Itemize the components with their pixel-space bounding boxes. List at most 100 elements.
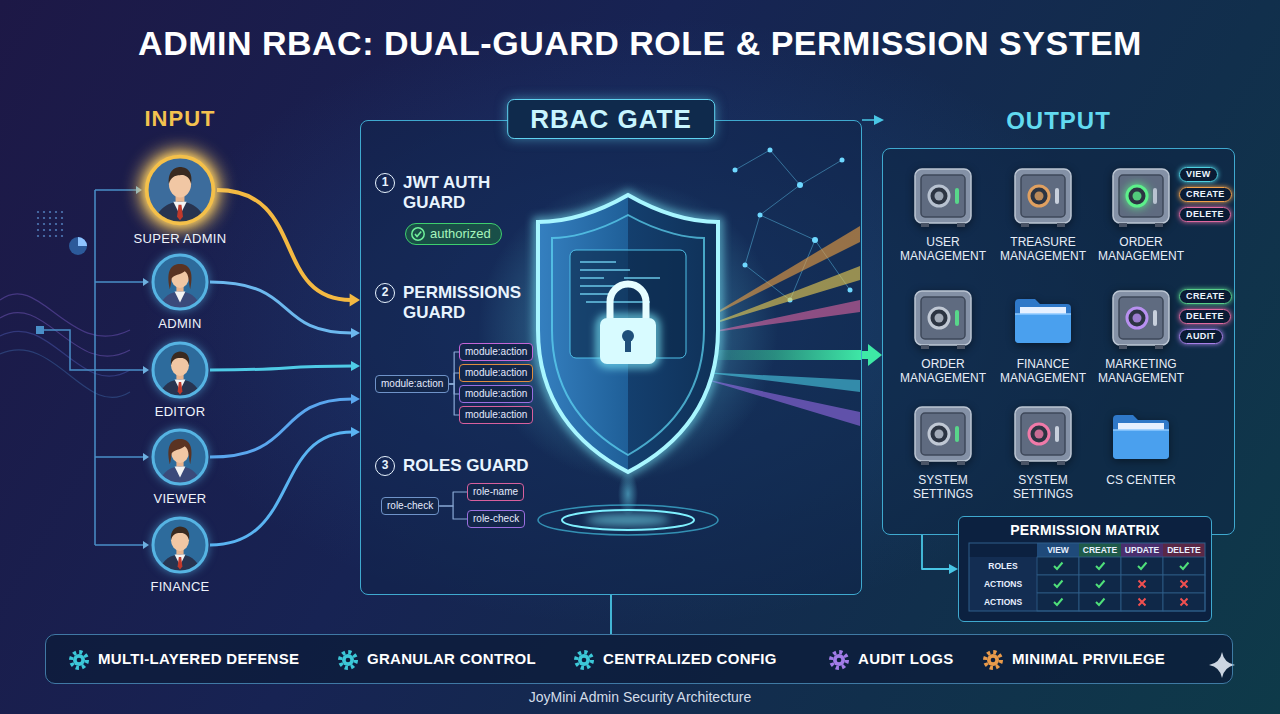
safe-icon <box>911 403 975 467</box>
avatar-ring <box>153 430 207 484</box>
shield-halo <box>538 195 718 472</box>
check-mark <box>1096 599 1105 606</box>
safe-icon <box>911 287 975 351</box>
gear-icon <box>827 648 851 672</box>
flow-arrow-body <box>712 350 862 360</box>
key-chip: module:action <box>459 406 533 424</box>
stub-arrow <box>143 541 149 549</box>
connector <box>449 384 459 415</box>
output-panel-fill <box>882 148 1235 535</box>
avatar-hair <box>169 167 192 184</box>
safe-dial <box>1127 186 1147 206</box>
action-tag-text: CREATE <box>1186 291 1225 302</box>
connector <box>439 492 467 506</box>
check-mark <box>1180 563 1189 570</box>
role-node: VIEWER <box>150 427 210 508</box>
gear-wheel <box>73 654 85 666</box>
avatar-ground <box>152 342 207 397</box>
avatar-ground <box>146 156 214 224</box>
arrow-head <box>949 564 958 574</box>
gate-tab-title: RBAC GATE <box>507 99 715 139</box>
role-bus-line <box>94 190 96 545</box>
gear-icon <box>336 648 360 672</box>
status-badge-text: authorized <box>430 226 491 242</box>
safe-door <box>1021 175 1065 217</box>
module-tile: SYSTEM SETTINGS <box>893 399 993 511</box>
matrix-row-header: ACTIONS <box>969 578 1037 590</box>
folder-edge <box>1113 429 1169 431</box>
feature-label: CENTRALIZED CONFIG <box>603 635 777 682</box>
connector-line <box>439 506 467 519</box>
role-node: FINANCE <box>148 515 212 596</box>
avatar-ground <box>152 254 207 309</box>
guard-group: 1JWT AUTH GUARDauthorized <box>373 173 543 253</box>
avatar-collar <box>175 467 186 478</box>
module-tile: FINANCE MANAGEMENT <box>993 283 1093 395</box>
safe-dial-core <box>1133 314 1142 323</box>
guard-heading: PERMISSIONS GUARD <box>403 283 538 323</box>
role-avatar <box>150 427 210 487</box>
guard-group: 2 PERMISSIONS GUARD module:action module:ac… <box>373 283 548 428</box>
light-ray <box>700 300 860 334</box>
safe-handle <box>1153 310 1157 326</box>
gear-hub <box>837 658 842 663</box>
matrix-cell <box>1121 593 1163 611</box>
safe-icon <box>1109 287 1173 351</box>
check-mark <box>415 232 421 237</box>
module-label: SYSTEM SETTINGS <box>893 473 993 501</box>
gear-icon <box>67 648 91 672</box>
output-panel: OUTPUTUSER MANAGEMENTTREASURE MANAGEMENT… <box>882 148 1235 535</box>
guard-step-number: 2 <box>375 283 395 303</box>
module-tile: CS CENTER <box>1093 399 1231 511</box>
safe-foot <box>1021 223 1029 227</box>
network-dot <box>848 288 853 293</box>
avatar-collar <box>175 292 186 303</box>
safe-shell <box>1113 291 1169 345</box>
safe-icon <box>1011 403 1075 467</box>
connector <box>449 352 459 384</box>
safe-foot <box>957 223 965 227</box>
module-tile: USER MANAGEMENT <box>893 161 993 273</box>
connector <box>449 373 459 384</box>
gear-wheel <box>578 654 590 666</box>
safe-dial <box>929 308 949 328</box>
safe-dial <box>929 186 949 206</box>
module-tile: TREASURE MANAGEMENT <box>993 161 1093 273</box>
safe-door <box>1021 413 1065 455</box>
avatar-ring <box>153 255 207 309</box>
arrow-head <box>351 361 360 371</box>
stub-arrow <box>143 453 149 461</box>
safe-icon <box>1011 165 1075 229</box>
connector <box>210 361 360 371</box>
network-dot <box>840 158 845 163</box>
safe-shell <box>1015 407 1071 461</box>
key-chip: role-check <box>381 497 439 515</box>
folder-edge <box>1015 313 1071 315</box>
feature-label: GRANULAR CONTROL <box>367 635 536 682</box>
matrix-row-header: ACTIONS <box>969 596 1037 608</box>
matrix-row-header: ROLES <box>969 560 1037 572</box>
network-dot <box>743 263 748 268</box>
connector-line <box>210 282 352 333</box>
matrix-title: PERMISSION MATRIX <box>959 522 1211 538</box>
guard-heading: ROLES GUARD <box>403 456 538 476</box>
matrix-row-cell <box>969 575 1037 593</box>
folder-back <box>1113 415 1169 459</box>
safe-foot <box>921 461 929 465</box>
role-stub-lines <box>40 190 143 545</box>
role-avatar <box>150 515 210 575</box>
module-label: SYSTEM SETTINGS <box>993 473 1093 501</box>
key-chip: module:action <box>459 343 533 361</box>
dot-grid <box>34 210 64 240</box>
gear-hub <box>346 658 351 663</box>
action-tag: DELETE <box>1179 207 1231 222</box>
section-heading: INPUT <box>145 106 216 132</box>
connector <box>217 190 360 306</box>
safe-icon <box>911 165 975 229</box>
safe-dial-core <box>1035 430 1044 439</box>
check-mark <box>1096 563 1105 570</box>
action-tag-text: DELETE <box>1186 209 1224 220</box>
arrow-head <box>351 328 360 338</box>
chip-text: module:action <box>465 346 527 358</box>
connector <box>611 595 612 634</box>
